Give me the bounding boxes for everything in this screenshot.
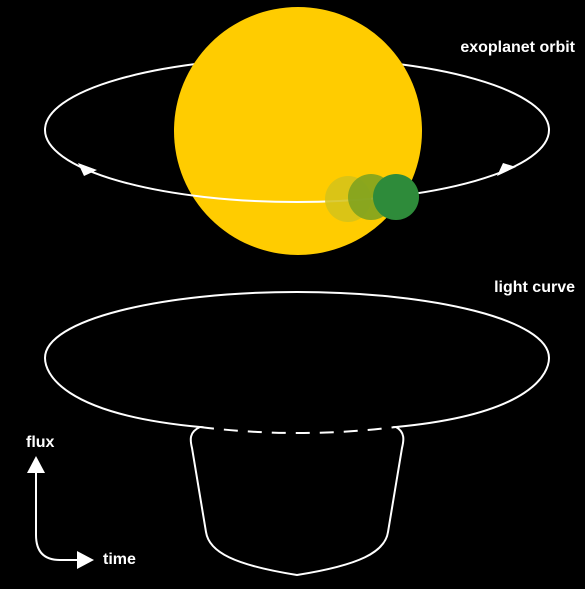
star <box>174 7 422 255</box>
orbit-front <box>44 129 550 203</box>
orbit-label: exoplanet orbit <box>460 39 575 56</box>
time-axis-arrow-icon <box>77 551 94 569</box>
axes <box>35 472 80 561</box>
light-curve-label: light curve <box>494 279 575 296</box>
orbit-arrow-right-icon <box>497 163 516 176</box>
orbit-arrow-left-icon <box>78 163 97 176</box>
light-curve-baseline-dashed <box>199 426 397 434</box>
planet <box>373 174 419 220</box>
time-axis-label: time <box>103 551 136 568</box>
flux-axis-label: flux <box>26 434 55 451</box>
light-curve <box>43 290 551 577</box>
flux-axis-arrow-icon <box>27 456 45 473</box>
